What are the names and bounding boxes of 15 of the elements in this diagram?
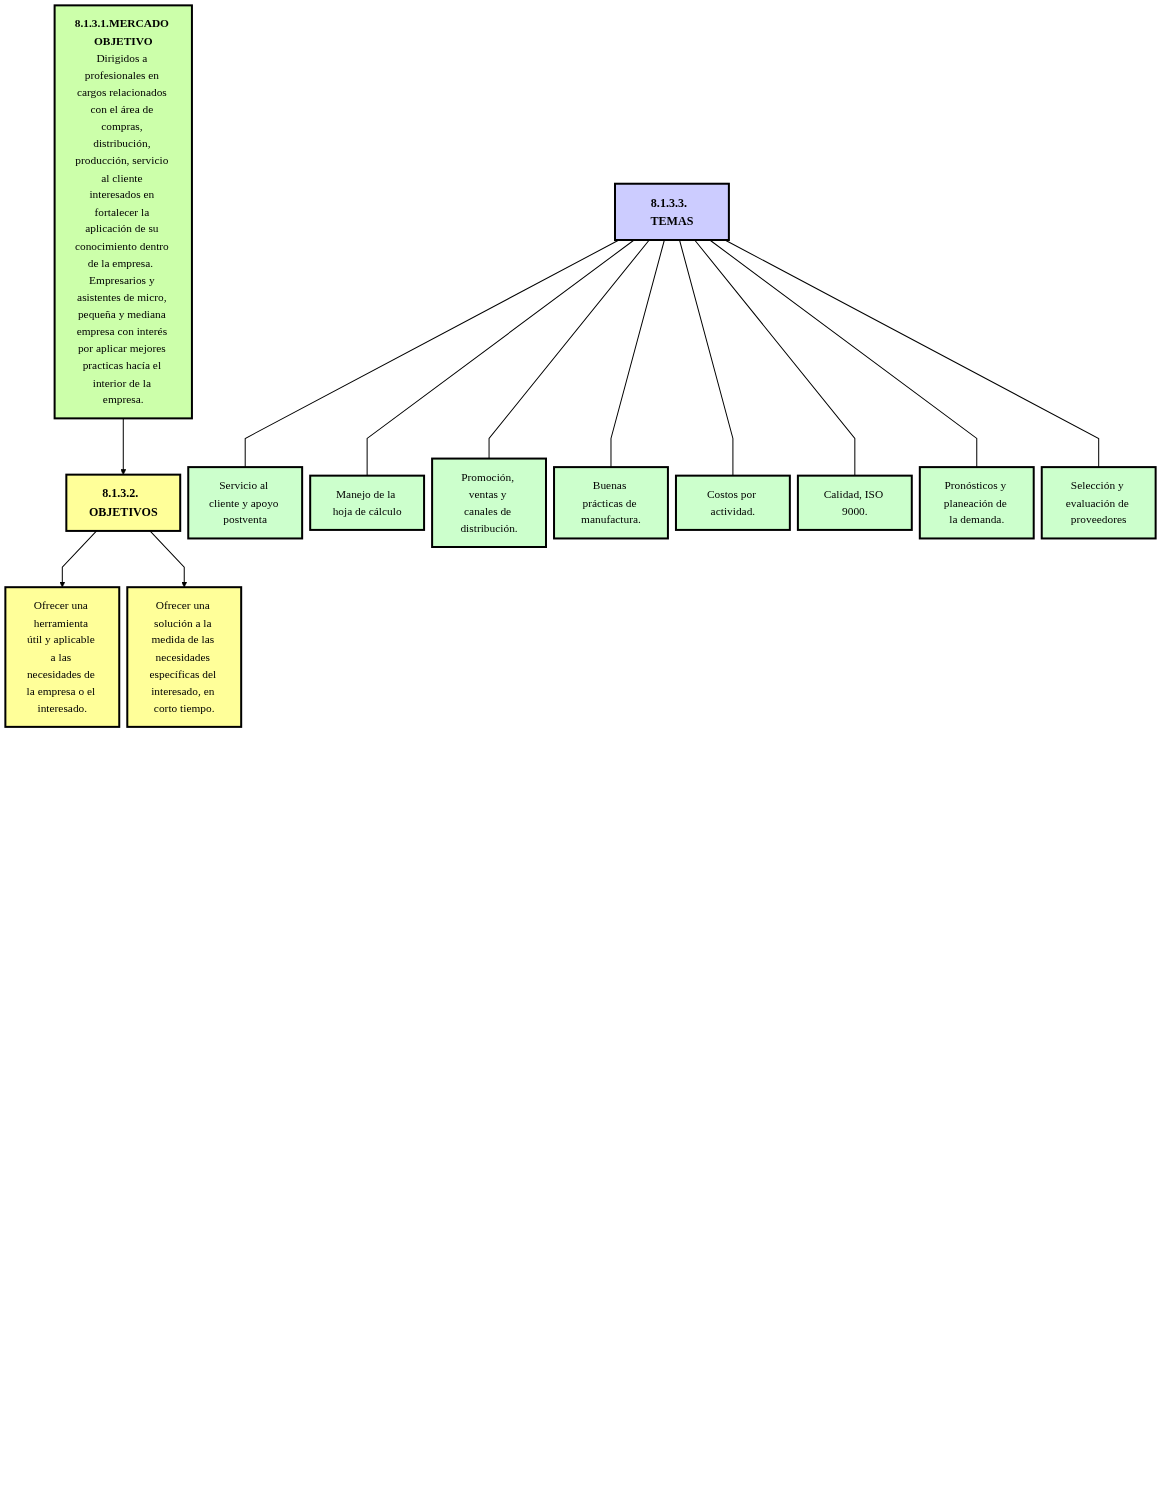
node-box: 8.1.3.2. OBJETIVOS [65, 473, 182, 532]
node-box: Pronósticos y planeación de la demanda. [918, 466, 1035, 540]
node-box: Calidad, ISO 9000. [796, 474, 913, 531]
node-box: 8.1.3.1.MERCADO OBJETIVO Dirigidos a profesionales en cargos relacionados con el área de compras, distribución, producción, servicio al cliente interesados en fortalecer la aplicación de su conocimiento dentro de la empresa. Empresarios y asistentes de micro, pequeña y mediana empresa con interés por aplicar mejores practicas hacía el interior de la empresa. [53, 4, 193, 420]
arrow [149, 530, 188, 588]
node-box: Buenas prácticas de manufactura. [553, 466, 669, 540]
node-box: Promoción, ventas y canales de distribución. [431, 457, 547, 548]
node-box: 8.1.3.3. TEMAS [614, 182, 730, 241]
node-box: Selección y evaluación de proveedores [1040, 466, 1157, 540]
node-box: Costos por actividad. [674, 474, 791, 531]
node-box: Manejo de la hoja de cálculo [309, 474, 426, 531]
node-box: Servicio al cliente y apoyo postventa [187, 466, 304, 540]
arrow [59, 530, 98, 588]
node-box: Ofrecer una herramienta útil y aplicable a las necesidades de la empresa o el interesado. [4, 586, 121, 728]
node-box: Ofrecer una solución a la medida de las necesidades específicas del interesado, en corto tiempo. [126, 586, 243, 728]
